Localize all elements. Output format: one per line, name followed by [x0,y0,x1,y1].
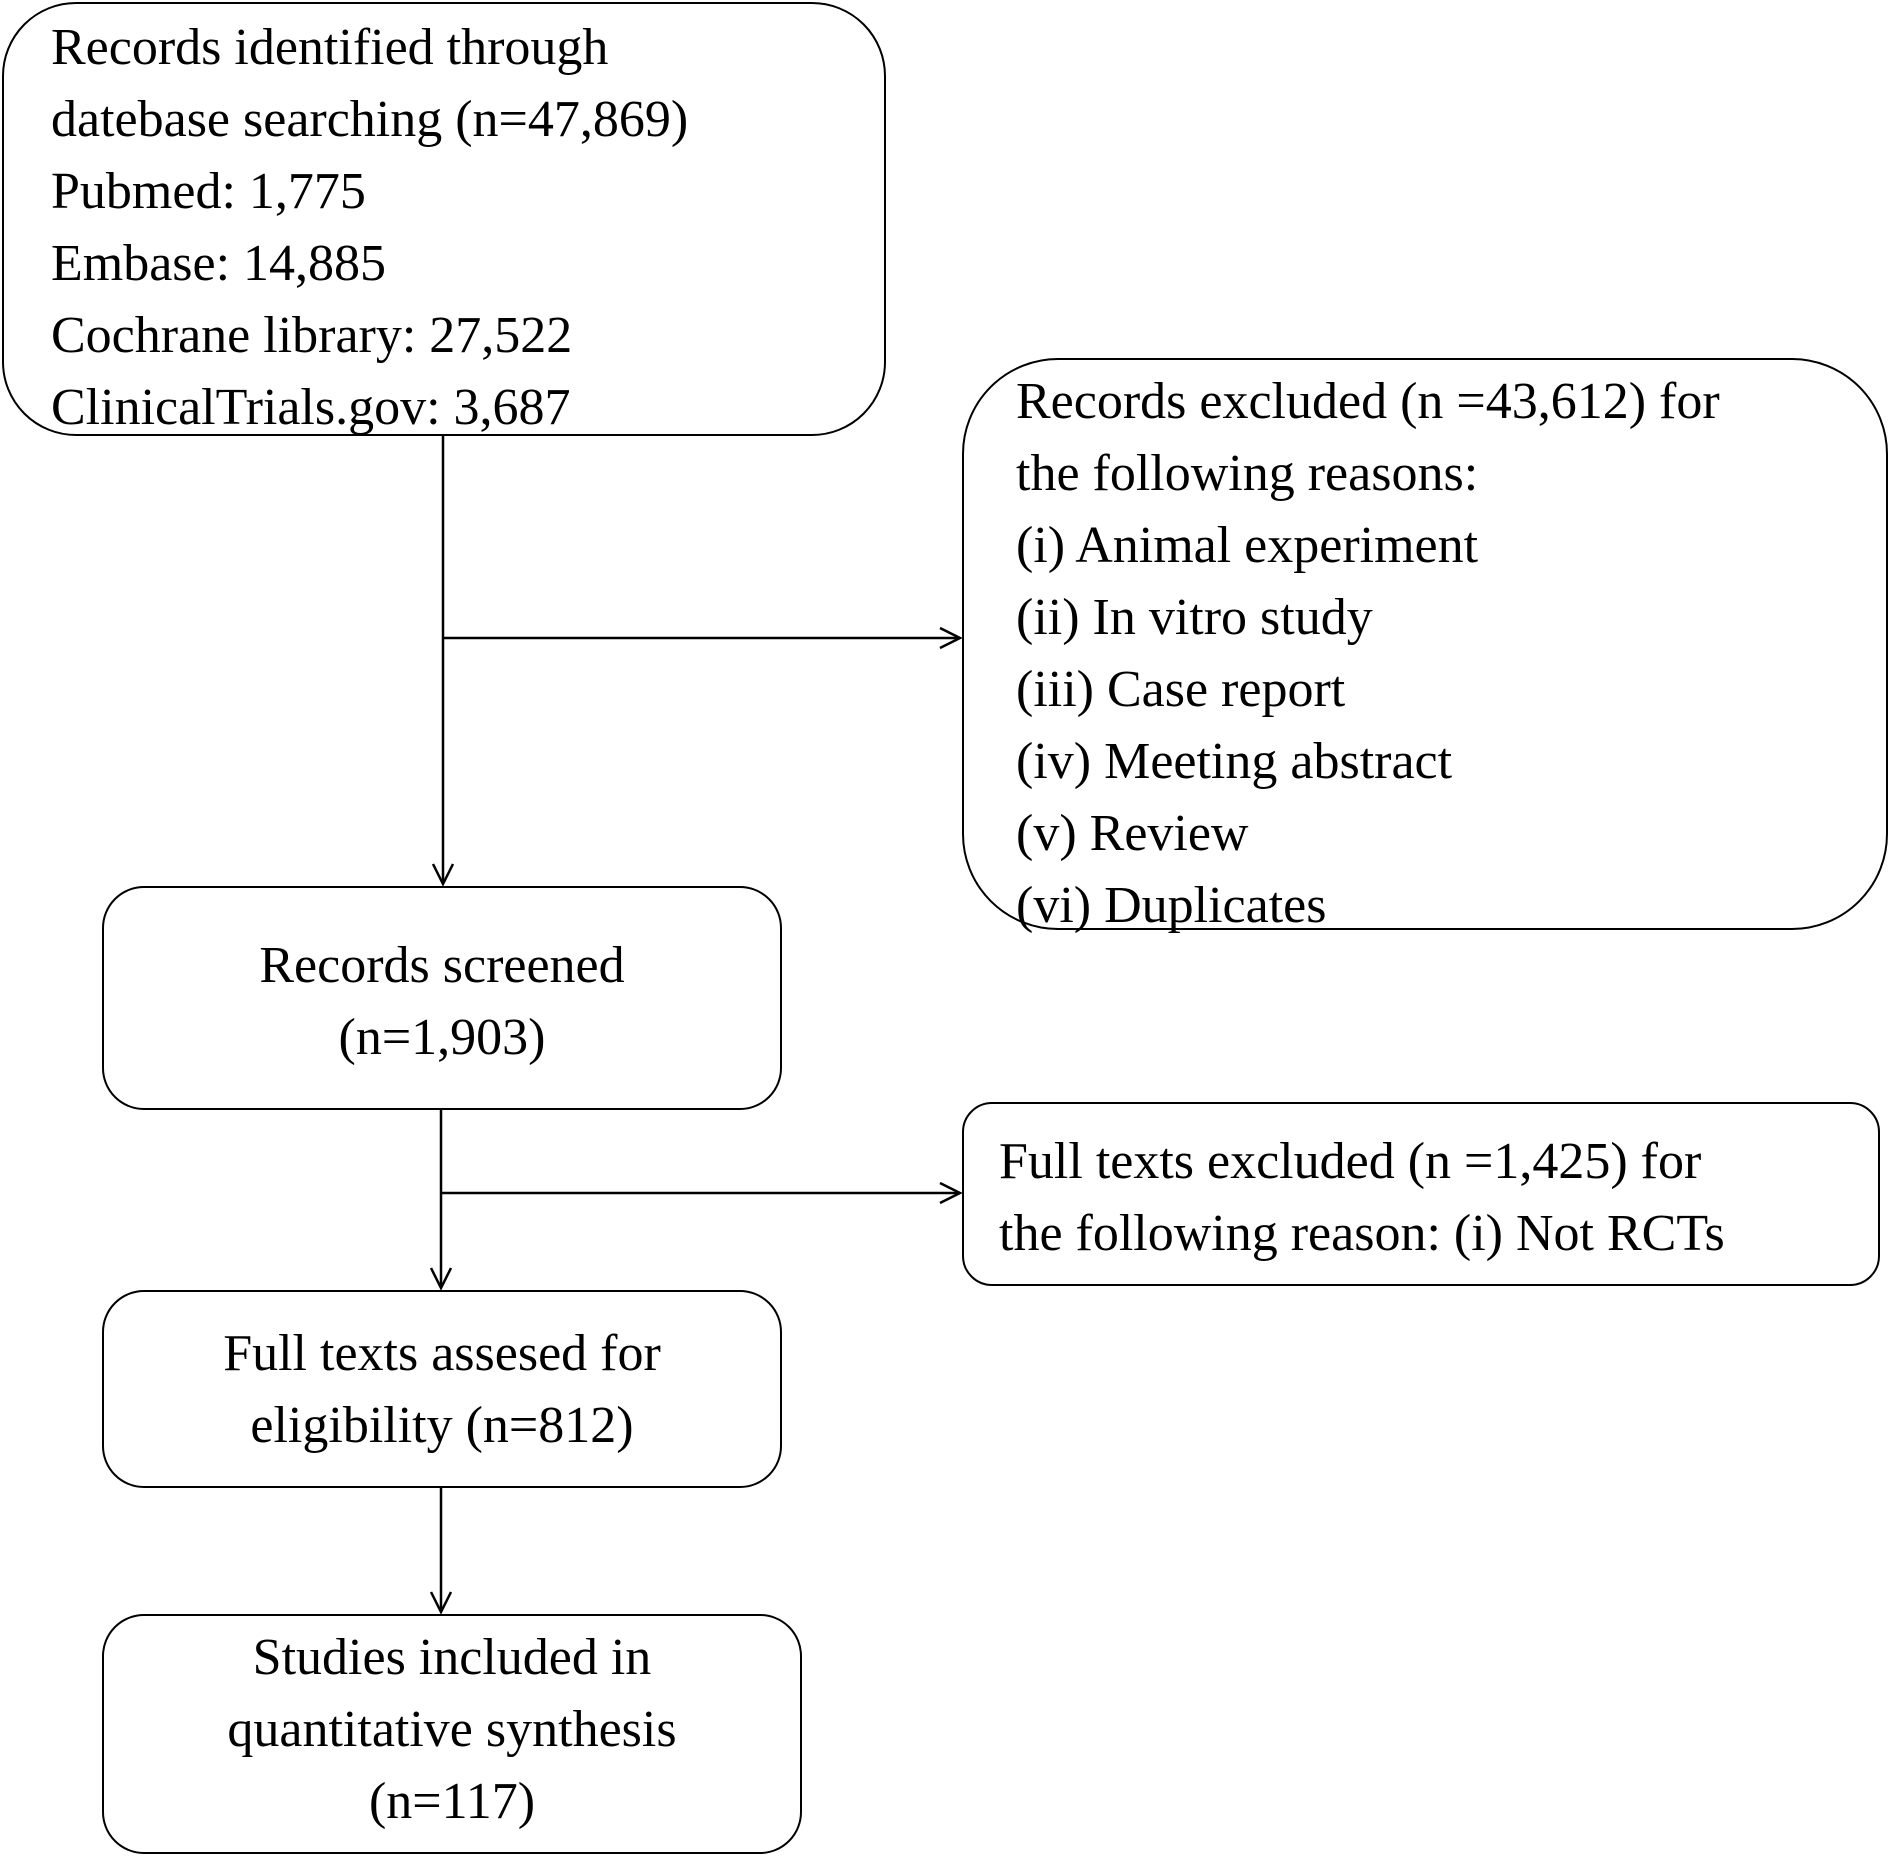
screened-title: Records screened [259,937,625,994]
identified-cochrane-line: Cochrane library: 27,522 [51,307,573,364]
excluded-title-line: Records excluded (n =43,612) for [1016,373,1720,430]
excluded-reason-animal: (i) Animal experiment [1016,517,1479,574]
identified-embase-line: Embase: 14,885 [51,235,387,292]
records-excluded-box: Records excluded (n =43,612) for the fol… [962,358,1888,934]
excluded-reason-in-vitro: (ii) In vitro study [1016,589,1373,646]
records-identified-box: Records identified through datebase sear… [2,2,886,436]
identified-total-line: datebase searching (n=47,869) [51,91,689,148]
identified-pubmed-line: Pubmed: 1,775 [51,163,366,220]
fulltext-excluded-title: Full texts excluded (n =1,425) for [999,1133,1702,1190]
excluded-reason-duplicates: (vi) Duplicates [1016,877,1327,934]
assessed-count: eligibility (n=812) [250,1397,634,1454]
included-title-line-2: quantitative synthesis [227,1701,677,1758]
identified-clinicaltrials-line: ClinicalTrials.gov: 3,687 [51,379,571,436]
included-title-line-1: Studies included in [252,1629,652,1686]
fulltext-excluded-box: Full texts excluded (n =1,425) for the f… [962,1102,1880,1286]
fulltext-excluded-reason: the following reason: (i) Not RCTs [999,1205,1725,1262]
fulltext-assessed-box: Full texts assesed for eligibility (n=81… [102,1290,782,1488]
excluded-reason-review: (v) Review [1016,805,1249,862]
excluded-reasons-line: the following reasons: [1016,445,1479,502]
assessed-title: Full texts assesed for [223,1325,661,1382]
screened-count: (n=1,903) [338,1009,546,1066]
excluded-reason-case-report: (iii) Case report [1016,661,1346,718]
included-count: (n=117) [368,1773,536,1830]
studies-included-box: Studies included in quantitative synthes… [102,1614,802,1854]
records-screened-box: Records screened (n=1,903) [102,886,782,1110]
excluded-reason-meeting-abstract: (iv) Meeting abstract [1016,733,1453,790]
identified-title-line-1: Records identified through [51,19,609,76]
